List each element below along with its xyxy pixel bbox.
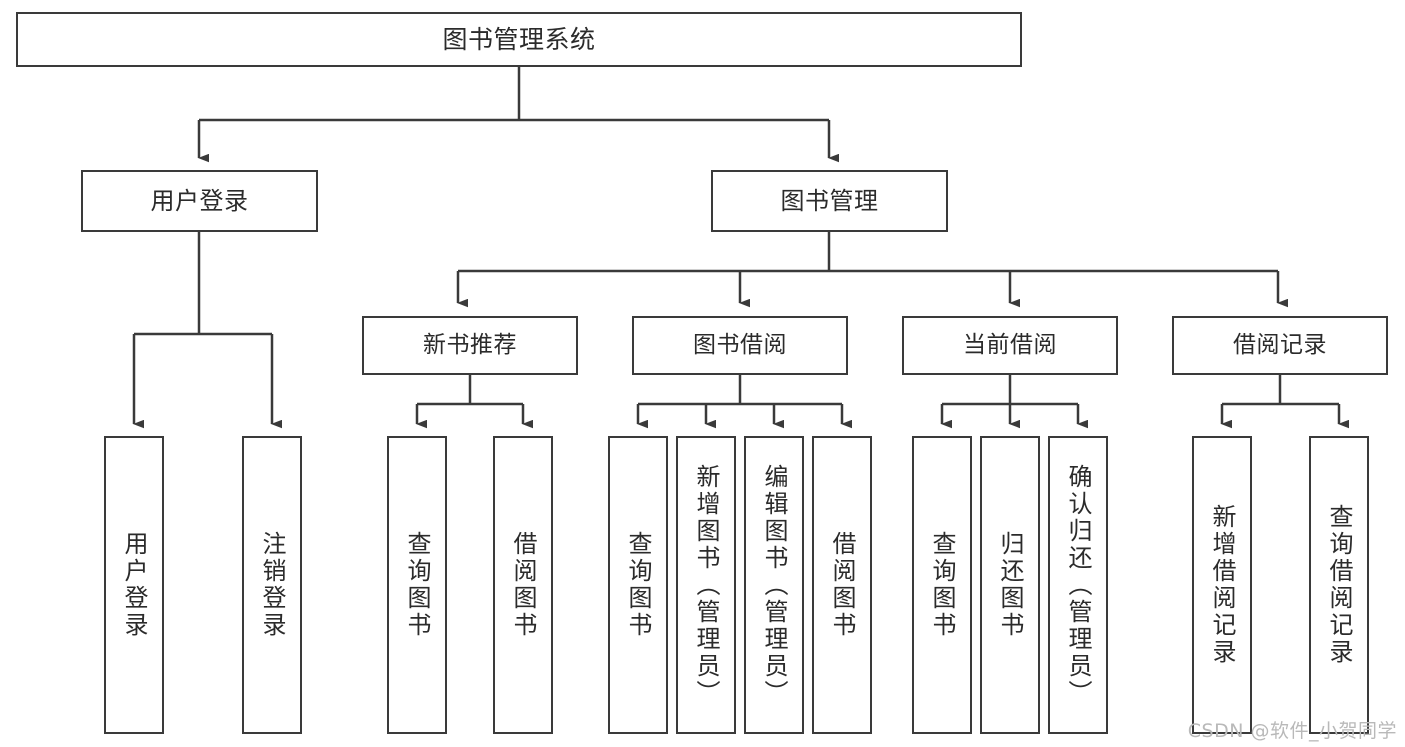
leaf-borrow-book[interactable]: 借阅图书 [812,436,872,734]
leaf-edit-book-admin[interactable]: 编辑图书（管理员） [744,436,804,734]
node-user-login[interactable]: 用户登录 [81,170,318,232]
leaf-confirm-return-admin[interactable]: 确认归还（管理员） [1048,436,1108,734]
node-label: 新增图书（管理员） [692,463,720,707]
leaf-query-borrow-record[interactable]: 查询借阅记录 [1309,436,1369,734]
node-label: 查询借阅记录 [1325,504,1353,666]
node-label: 借阅图书 [828,531,856,639]
node-book-management-system[interactable]: 图书管理系统 [16,12,1022,67]
connector-currentborrow-to-leaves [940,375,1088,429]
connector-root-to-level2 [197,67,839,163]
node-label: 当前借阅 [963,331,1057,358]
node-label: 查询图书 [624,531,652,639]
node-label: 查询图书 [403,531,431,639]
node-book-management[interactable]: 图书管理 [711,170,948,232]
connector-userlogin-to-leaves [132,232,282,429]
connector-bookborrow-to-leaves [636,375,852,429]
node-label: 编辑图书（管理员） [760,463,788,707]
leaf-add-book-admin[interactable]: 新增图书（管理员） [676,436,736,734]
leaf-return-book[interactable]: 归还图书 [980,436,1040,734]
connector-borrowrecord-to-leaves [1220,375,1349,429]
node-label: 用户登录 [150,186,249,215]
node-current-borrow[interactable]: 当前借阅 [902,316,1118,375]
leaf-query-book-current[interactable]: 查询图书 [912,436,972,734]
connector-newbook-to-leaves [415,375,533,429]
node-label: 归还图书 [996,531,1024,639]
leaf-borrow-book-recommend[interactable]: 借阅图书 [493,436,553,734]
leaf-logout-login[interactable]: 注销登录 [242,436,302,734]
node-label: 借阅记录 [1233,331,1327,358]
leaf-user-login[interactable]: 用户登录 [104,436,164,734]
node-label: 注销登录 [258,531,286,639]
leaf-add-borrow-record[interactable]: 新增借阅记录 [1192,436,1252,734]
node-label: 查询图书 [928,531,956,639]
leaf-query-book-recommend[interactable]: 查询图书 [387,436,447,734]
node-label: 图书管理系统 [442,24,596,54]
node-label: 图书管理 [780,186,879,215]
node-label: 新增借阅记录 [1208,504,1236,666]
node-label: 借阅图书 [509,531,537,639]
leaf-query-book-borrow[interactable]: 查询图书 [608,436,668,734]
node-label: 确认归还（管理员） [1064,463,1092,707]
node-label: 新书推荐 [423,331,517,358]
node-book-borrow[interactable]: 图书借阅 [632,316,848,375]
connector-bookmgmt-to-level3 [456,232,1288,308]
node-label: 用户登录 [120,531,148,639]
node-new-book-recommend[interactable]: 新书推荐 [362,316,578,375]
node-borrow-record[interactable]: 借阅记录 [1172,316,1388,375]
node-label: 图书借阅 [693,331,787,358]
